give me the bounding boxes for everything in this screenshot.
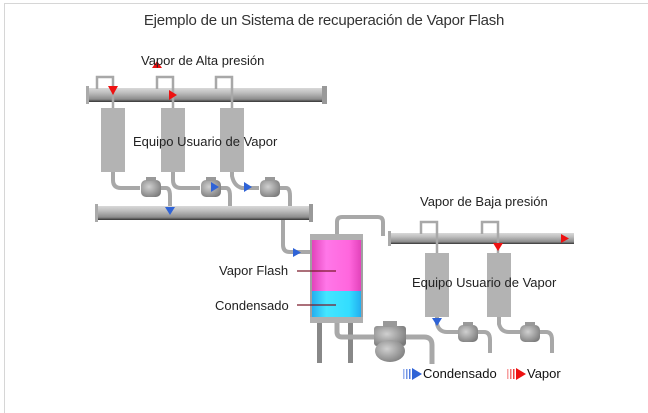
steam-arrow-up-icon (152, 61, 162, 68)
float-trap (374, 321, 406, 362)
steam-user-equipment-low (425, 253, 511, 317)
legend-steam-label: Vapor (527, 366, 561, 381)
trap-outlet-line (406, 334, 435, 364)
diagram-frame (4, 3, 648, 413)
blue-arrow-icon (403, 367, 422, 380)
steam-flow-arrows (108, 61, 569, 251)
condensate-flow-arrows (165, 182, 442, 326)
condensate-arrow-right-icon (293, 248, 301, 257)
lp-taps (419, 220, 500, 253)
trap-lines-high (111, 172, 292, 206)
label-low-pressure-steam: Vapor de Baja presión (420, 194, 548, 209)
steam-traps-high (141, 177, 280, 197)
condensate-header (95, 204, 313, 222)
steam-user-equipment-high (101, 108, 244, 172)
high-pressure-header (86, 86, 327, 104)
red-arrow-icon (507, 367, 526, 380)
condensate-arrow-down-icon (432, 318, 442, 326)
condensate-arrow-right-icon (244, 182, 252, 192)
flash-vapor-line (335, 215, 385, 236)
low-pressure-header (388, 231, 574, 246)
label-steam-user-equipment-high: Equipo Usuario de Vapor (133, 134, 278, 149)
label-high-pressure-steam: Vapor de Alta presión (141, 53, 265, 68)
flash-vessel (310, 234, 363, 363)
steam-arrow-right-icon (561, 234, 569, 243)
flash-vessel-vapor-zone (311, 240, 362, 291)
label-steam-user-equipment-low: Equipo Usuario de Vapor (412, 275, 557, 290)
vessel-outlet-line (334, 323, 374, 340)
steam-arrow-down-icon (108, 86, 118, 95)
steam-traps-low (458, 322, 540, 342)
legend-steam: Vapor (507, 366, 561, 381)
steam-arrow-right-icon (169, 90, 177, 100)
diagram-title: Ejemplo de un Sistema de recuperación de… (143, 12, 505, 29)
label-flash-steam: Vapor Flash (219, 263, 289, 278)
legend-condensate: Condensado (403, 366, 497, 381)
condensate-arrow-down-icon (165, 207, 175, 215)
label-condensate: Condensado (215, 298, 289, 313)
flash-vessel-liquid-zone (311, 291, 362, 317)
condensate-to-vessel-line (281, 220, 312, 254)
condensate-arrow-right-icon (211, 182, 219, 192)
legend-condensate-label: Condensado (423, 366, 497, 381)
steam-arrow-down-icon (493, 243, 503, 251)
